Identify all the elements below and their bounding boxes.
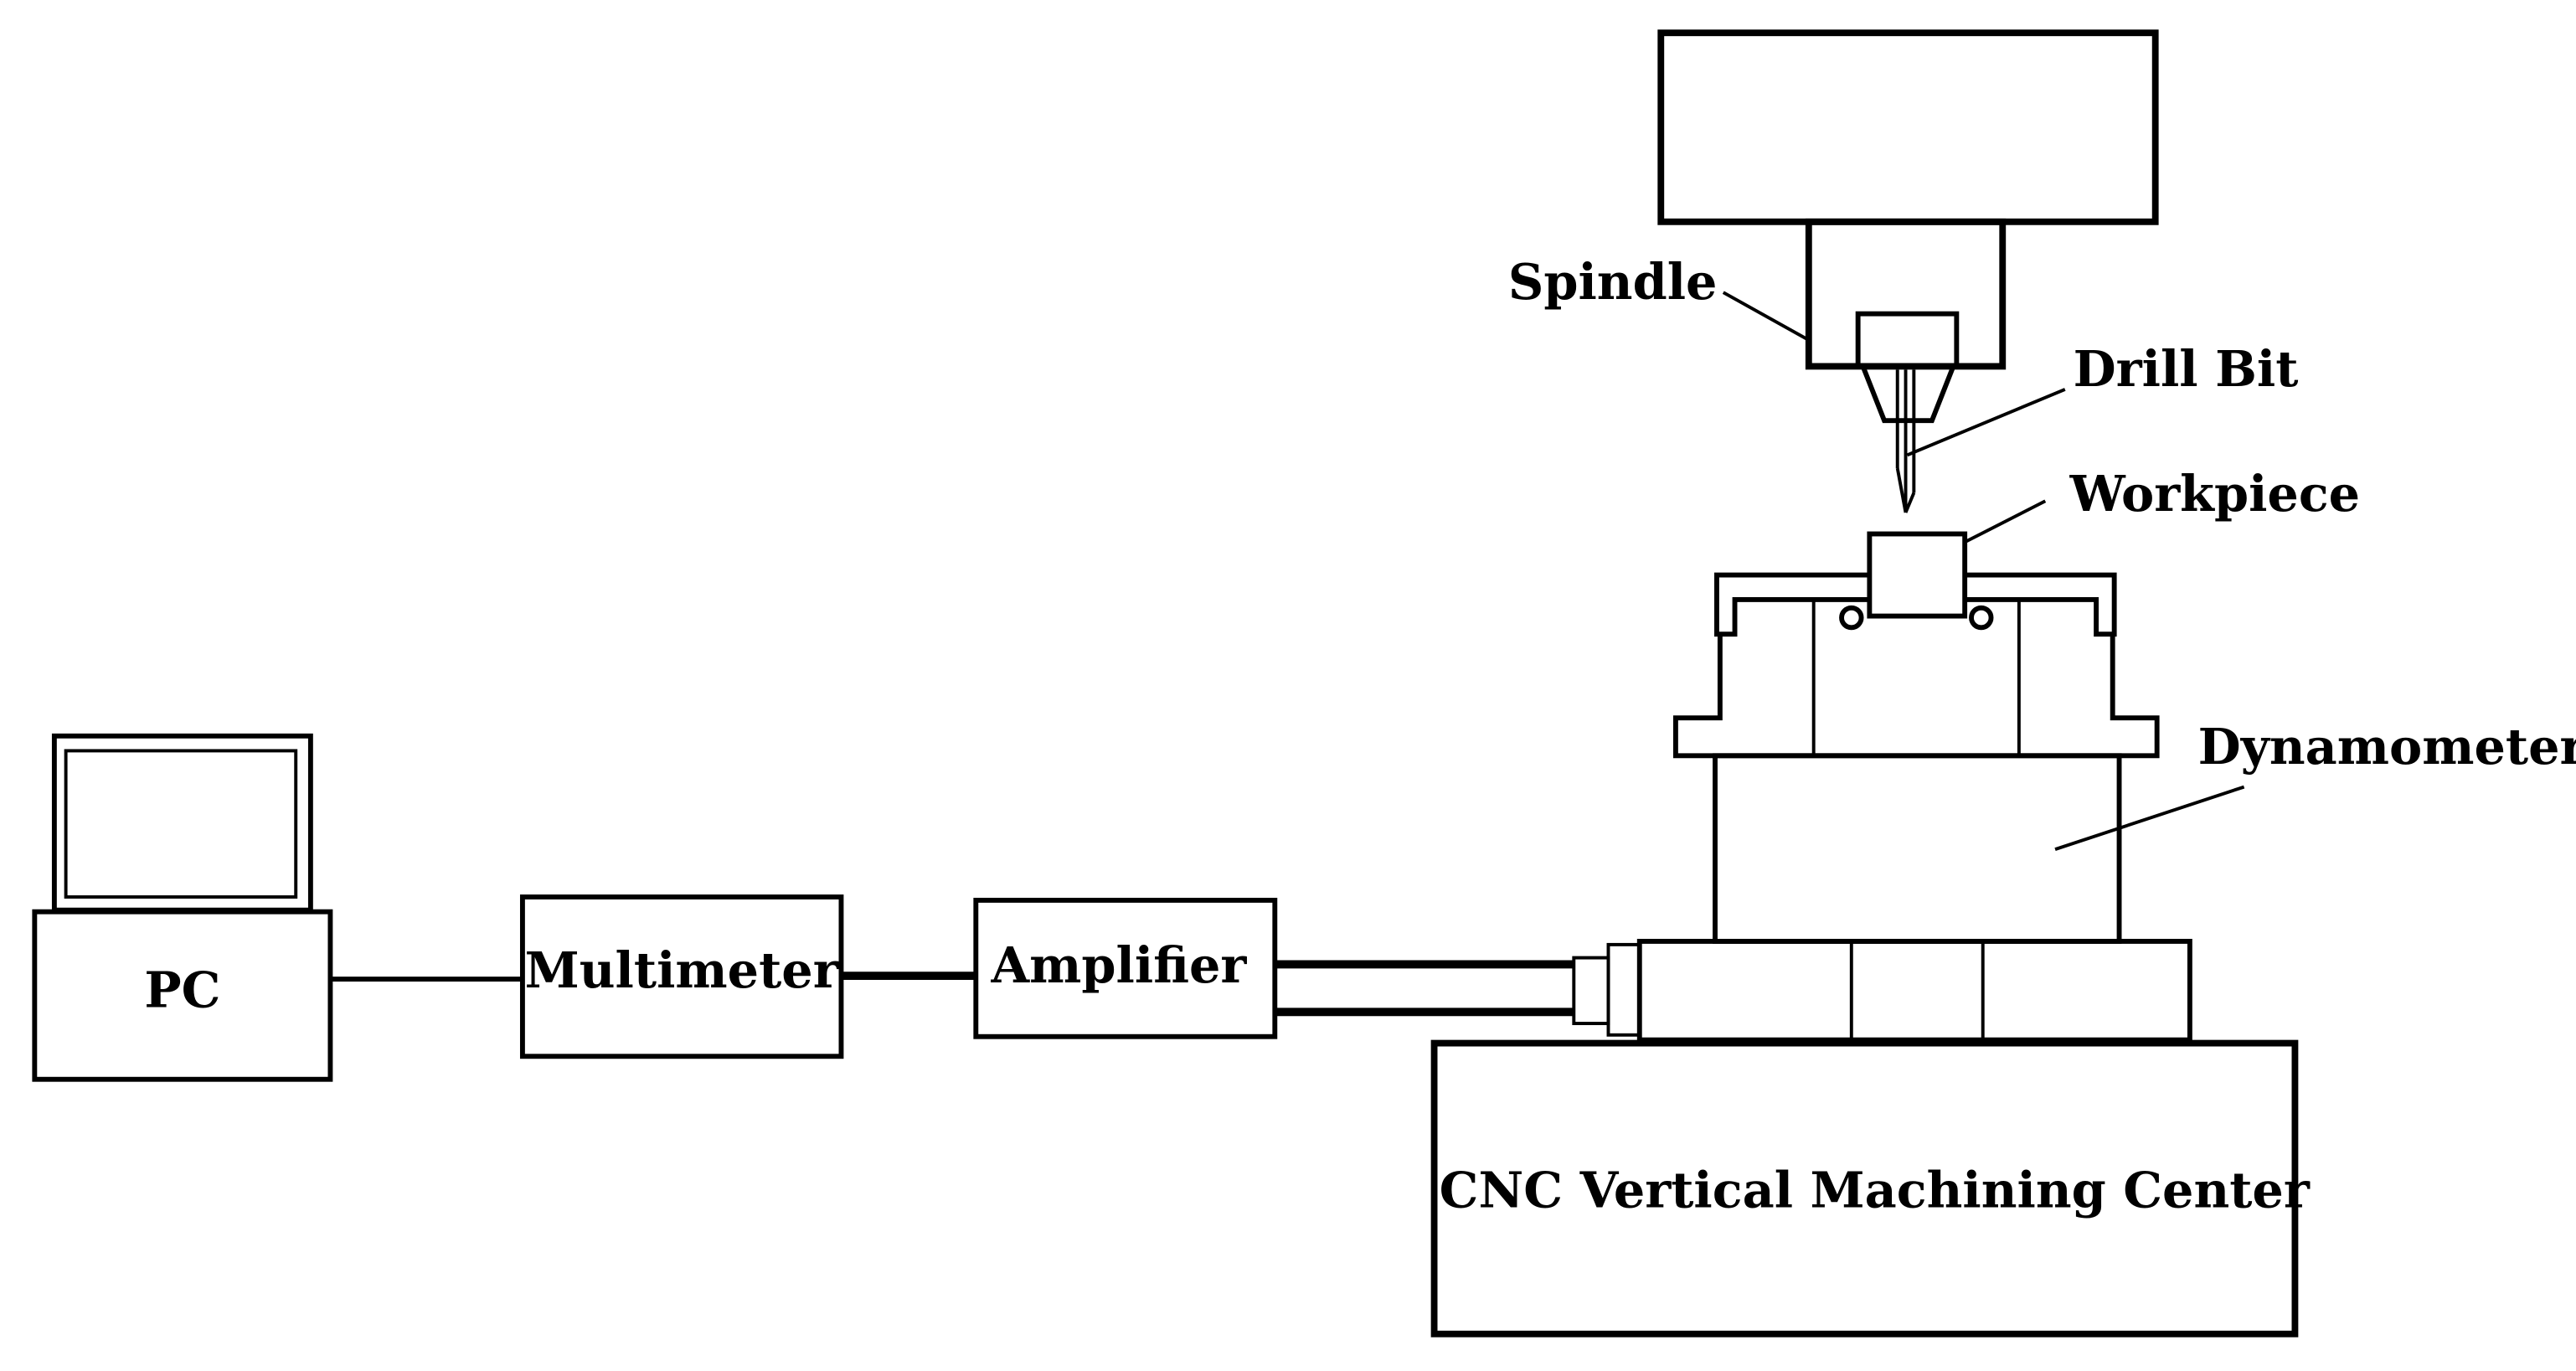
workpiece-label: Workpiece <box>2069 465 2360 523</box>
spindle-body <box>1805 218 2007 370</box>
dynamometer-base <box>1636 939 2192 1043</box>
cnc-machine-box <box>1430 1039 2299 1337</box>
spindle-label: Spindle <box>1508 253 1718 311</box>
collet <box>1860 365 1956 424</box>
tool-holder <box>1855 311 1960 369</box>
pc-label: PC <box>144 961 220 1018</box>
machine-label: CNC Vertical Machining Center <box>1440 1162 2311 1219</box>
fixture-clamp-right <box>1965 572 2117 637</box>
pc-box <box>32 909 333 1082</box>
connector-inner <box>1572 956 1610 1025</box>
leader-dynamometer <box>2054 785 2245 851</box>
connector-outer <box>1606 942 1641 1037</box>
pc-monitor-outer <box>51 733 313 913</box>
spindle-head-box <box>1657 29 2159 225</box>
fixture-clamp-left <box>1714 572 1870 637</box>
dynamometer-label: Dynamometer <box>2198 718 2576 776</box>
leader-drill-bit <box>1906 388 2066 457</box>
fixture-body <box>1672 634 2160 759</box>
leader-spindle <box>1722 291 1810 342</box>
clamp-screw-left <box>1839 605 1864 631</box>
drill-bit <box>1895 369 1916 513</box>
pc-monitor-screen <box>64 749 298 899</box>
clamp-screw-right <box>1969 605 1994 631</box>
leader-workpiece <box>1964 499 2047 544</box>
multimeter-label: Multimeter <box>525 941 840 999</box>
amplifier-label: Amplifier <box>991 936 1248 994</box>
workpiece-block <box>1867 531 1968 619</box>
drill-bit-label: Drill Bit <box>2074 340 2299 398</box>
